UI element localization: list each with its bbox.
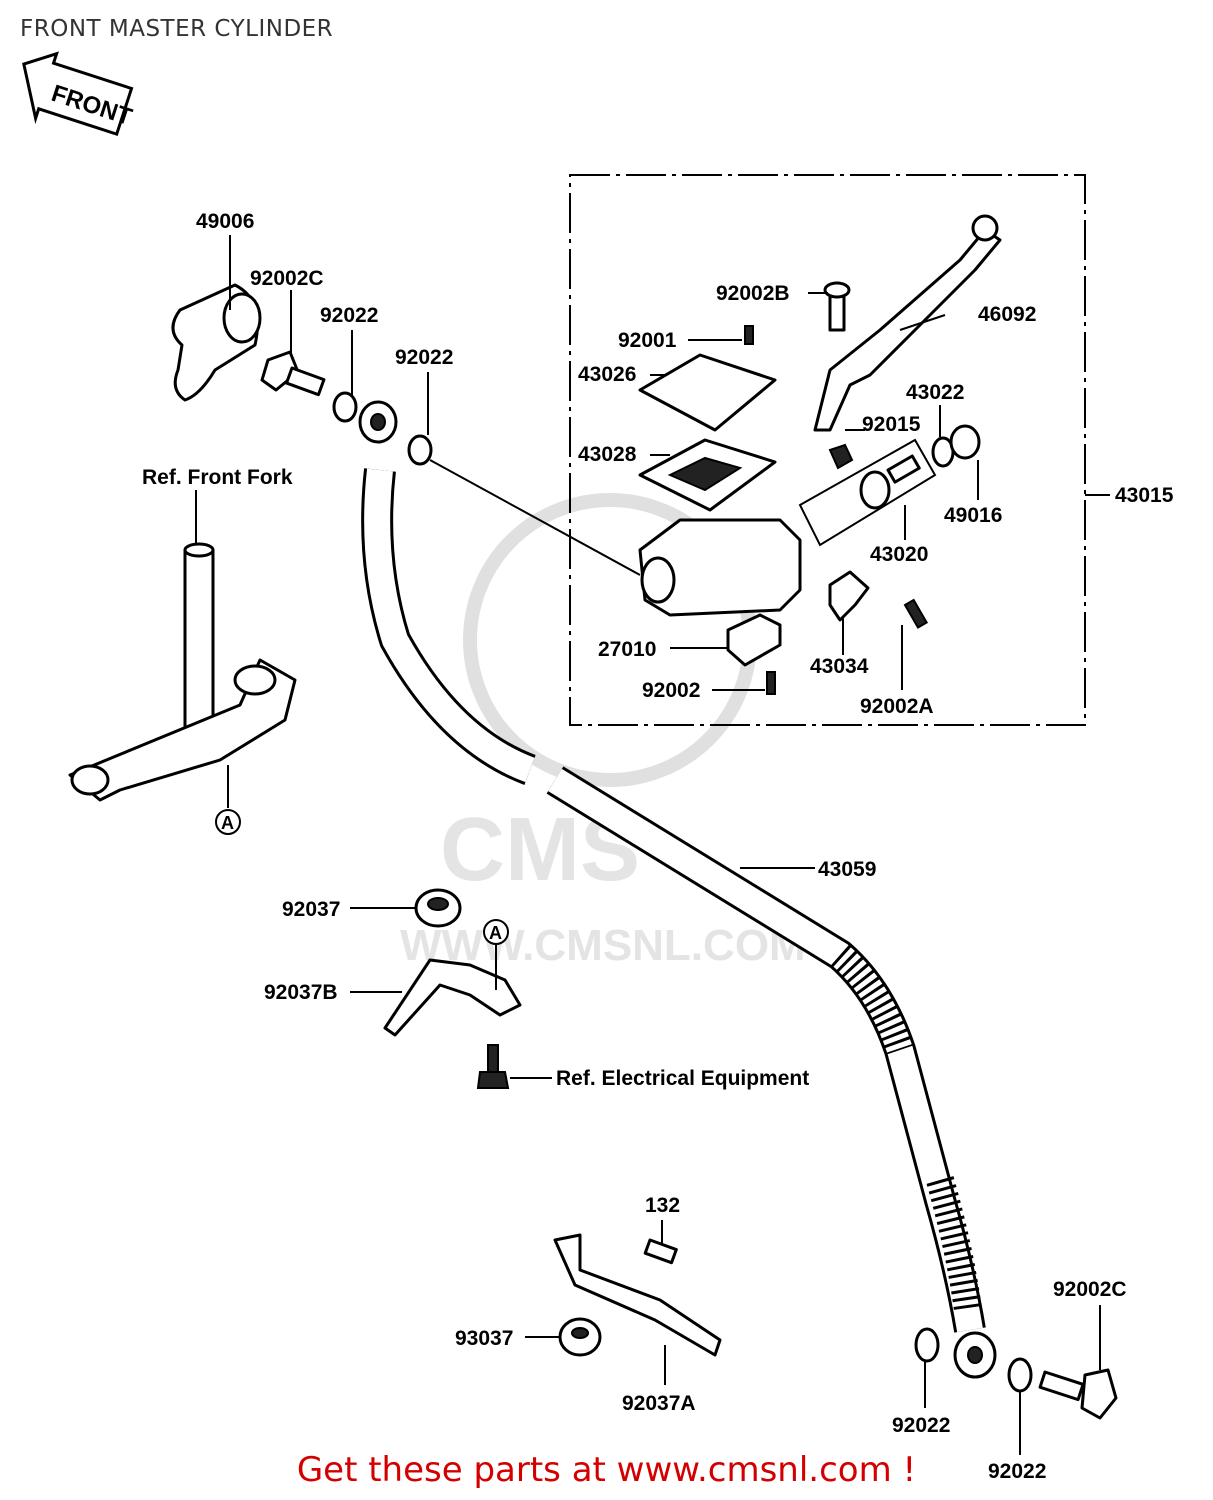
callout-92002c: 92002C [250,267,324,290]
part-92022-washer-d [1007,1357,1033,1393]
svg-text:A: A [221,813,234,833]
marker-a-bracket: A [483,919,509,945]
callout-43020: 43020 [870,543,928,566]
callout-93037: 93037 [455,1327,513,1350]
svg-text:A: A [489,923,502,943]
part-93037-grommet [558,1317,602,1357]
part-92022-washer-b [407,434,433,466]
marker-a-fork: A [215,809,241,835]
part-43034-clamp [828,570,870,622]
part-screw-electrical [476,1044,510,1089]
front-arrow-icon: FRONT [22,51,135,137]
callout-43059: 43059 [818,858,876,881]
part-27010-switch [726,613,782,667]
part-132-bolt [643,1238,678,1265]
part-92002a-bolt [903,598,929,629]
part-49006-holder [171,283,262,402]
part-92001-screw [744,325,754,345]
footer-link[interactable]: Get these parts at www.cmsnl.com ! [296,1450,917,1490]
callout-92037b: 92037B [264,981,338,1004]
callout-43034: 43034 [810,655,869,678]
part-92015-nut [828,443,854,470]
watermark: CMS WWW.CMSNL.COM [400,493,806,970]
part-43026-cap [638,353,777,432]
callout-132: 132 [645,1194,680,1217]
part-92002b-bolt [823,281,851,332]
callout-43015: 43015 [1115,484,1174,507]
callout-92037a: 92037A [622,1392,696,1415]
part-92002-screw [766,671,776,695]
callout-27010: 27010 [598,638,656,661]
callout-49016: 49016 [944,504,1002,527]
part-43059-brake-hose [361,468,986,1333]
callout-ref-front-fork: Ref. Front Fork [142,466,293,489]
callout-92015: 92015 [862,413,921,436]
callout-43028: 43028 [578,443,637,466]
part-92037a-bracket [553,1233,722,1357]
callout-ref-electrical: Ref. Electrical Equipment [556,1067,809,1090]
callout-49006: 49006 [196,210,254,233]
part-92022-washer-c [914,1327,940,1363]
part-92002c-banjo-bolt-bottom [1038,1368,1118,1420]
callout-92022: 92022 [988,1460,1046,1483]
part-92002c-banjo-bolt [260,350,326,397]
part-banjo-bottom [953,1331,997,1379]
part-43020-piston-kit [798,438,937,547]
part-92022-washer-a [332,391,358,423]
callout-43022: 43022 [906,381,964,404]
callout-92022: 92022 [892,1414,950,1437]
callout-92002c: 92002C [1053,1278,1127,1301]
callout-92037: 92037 [282,898,340,921]
page-title: FRONT MASTER CYLINDER [20,16,334,42]
part-92037-grommet [414,888,462,928]
callout-92002b: 92002B [716,282,790,305]
watermark-url: WWW.CMSNL.COM [400,921,806,970]
leader-lines [195,235,1101,1455]
callout-92022: 92022 [395,346,453,369]
part-92037b-bracket [383,958,522,1037]
part-46092-lever [813,214,1002,432]
callout-92022: 92022 [320,304,378,327]
callout-92001: 92001 [618,329,677,352]
callout-92002: 92002 [642,679,700,702]
part-43028-diaphragm [638,438,777,512]
part-master-cylinder-body [638,518,802,617]
callout-46092: 46092 [978,303,1036,326]
part-steering-stem [68,542,297,802]
callout-43026: 43026 [578,363,636,386]
assembly-box-43015 [569,174,1086,726]
part-banjo-top [358,400,398,444]
callout-92002a: 92002A [860,695,934,718]
part-49016-cap [949,424,981,460]
